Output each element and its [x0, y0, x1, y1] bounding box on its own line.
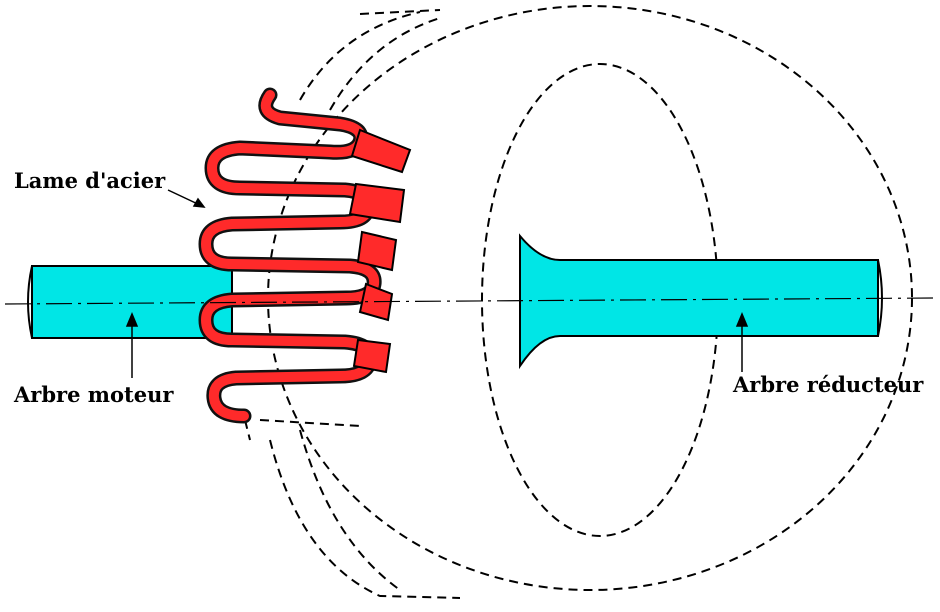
motor-shaft-end: [27, 265, 33, 339]
reducer-arrowhead: [735, 312, 749, 327]
motor-arrowhead: [125, 312, 139, 327]
blade-outline: [198, 87, 382, 424]
center-axis: [4, 297, 936, 305]
steel-blade: [198, 87, 412, 424]
label-steel-blade: Lame d'acier: [14, 168, 166, 193]
blade-arrowhead: [192, 197, 206, 208]
reducer-shaft-body: [519, 233, 879, 370]
blade-end-1: [350, 128, 412, 174]
reducer-shaft: [519, 233, 883, 370]
label-reducer-shaft: Arbre réducteur: [733, 372, 924, 397]
label-motor-shaft: Arbre moteur: [14, 382, 174, 407]
drum-rim-bottom-1: [269, 439, 461, 599]
drum-top-edge: [359, 9, 441, 15]
blade-end-3: [356, 230, 398, 272]
blade-ends: [348, 128, 412, 374]
drum-bottom-lip: [259, 419, 361, 427]
leader-arrows: [125, 189, 749, 378]
drum-rim-1: [299, 11, 421, 101]
drum-rim-2: [329, 17, 441, 111]
drum-rim-bottom-2: [299, 429, 401, 591]
blade-end-2: [348, 182, 406, 224]
drum-left-edge: [244, 419, 251, 441]
blade-end-5: [352, 338, 392, 374]
